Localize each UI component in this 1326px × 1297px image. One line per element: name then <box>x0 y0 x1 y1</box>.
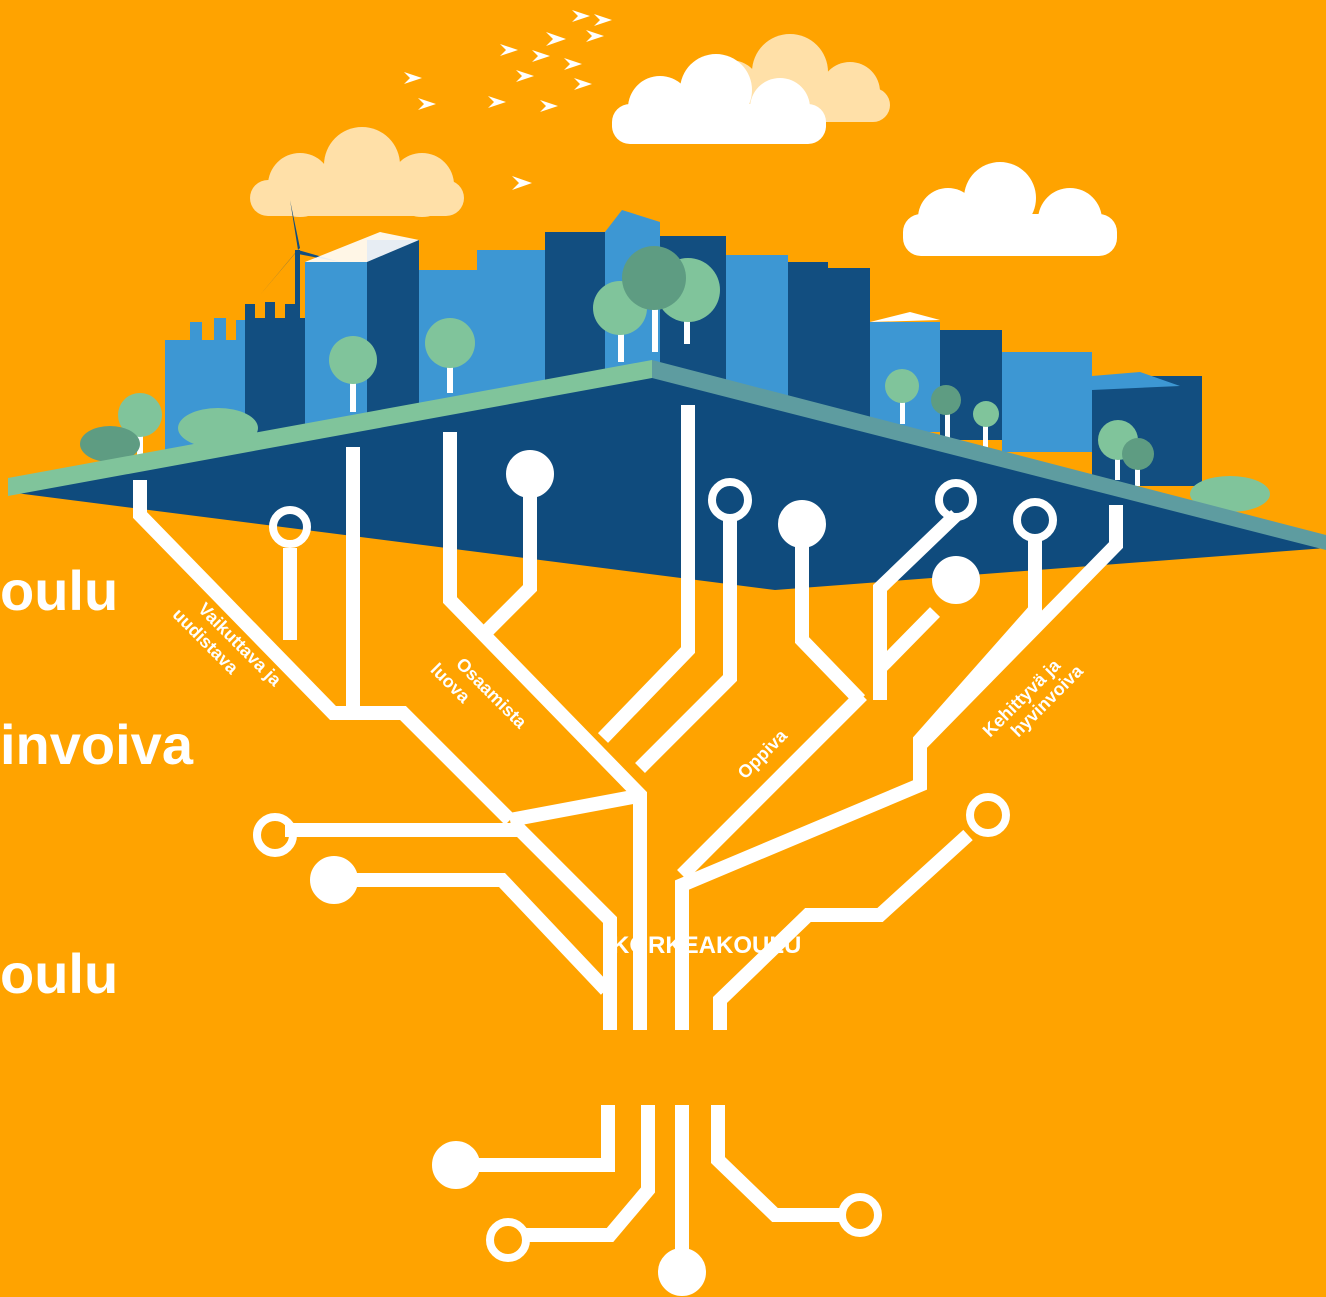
terminal-filled-4 <box>310 856 358 904</box>
terminal-filled-3 <box>932 556 980 604</box>
terminal-filled-1 <box>506 450 554 498</box>
terminal-open-2 <box>708 478 752 522</box>
terminal-filled-2 <box>778 500 826 548</box>
cloud-white-top <box>612 54 826 144</box>
clouds <box>250 34 1117 256</box>
circuit-terminals <box>253 450 1057 1296</box>
terminal-open-6 <box>966 793 1010 837</box>
cloud-white-right <box>903 162 1117 256</box>
terminal-open-5 <box>253 813 297 857</box>
trees <box>80 246 1270 512</box>
side-text-3: oulu <box>0 942 119 1005</box>
terminal-open-3 <box>935 479 977 521</box>
birds <box>404 10 612 190</box>
ground-plate <box>8 360 1326 590</box>
terminal-filled-6 <box>658 1248 706 1296</box>
side-text-1: oulu <box>0 559 119 622</box>
cloud-light-left <box>250 127 464 217</box>
circuit-tree <box>133 405 1123 1255</box>
terminal-filled-5 <box>432 1141 480 1189</box>
terminal-open-4 <box>1013 498 1057 542</box>
terminal-open-1 <box>269 506 311 548</box>
side-text-2: invoiva <box>0 713 193 776</box>
terminal-open-7 <box>486 1218 530 1262</box>
terminal-open-8 <box>838 1193 882 1237</box>
trunk-label: KORKEAKOULU <box>612 932 801 959</box>
